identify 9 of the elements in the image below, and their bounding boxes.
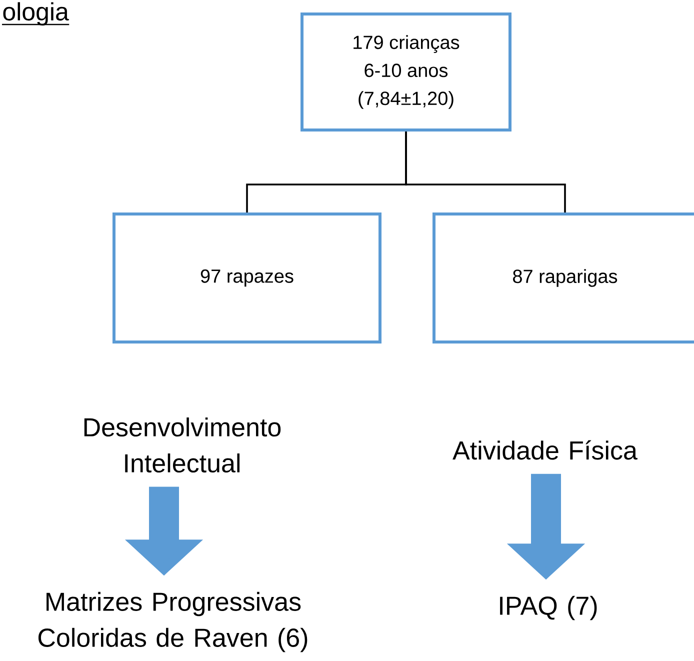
label-text: IPAQ (7) — [500, 596, 597, 620]
label-text: Desenvolvimento Intelectual — [84, 417, 281, 473]
label-text: Matrizes Progressivas Coloridas de Raven (6) — [38, 592, 308, 652]
group-box: 87 raparigas — [432, 212, 694, 344]
label-text: Atividade Física — [452, 440, 638, 460]
group-box: 179 crianças 6-10 anos (7,84±1,20) — [300, 12, 512, 132]
group-box: 97 rapazes — [112, 212, 382, 344]
connector-line — [405, 132, 566, 212]
heading: ologia — [3, 2, 69, 26]
